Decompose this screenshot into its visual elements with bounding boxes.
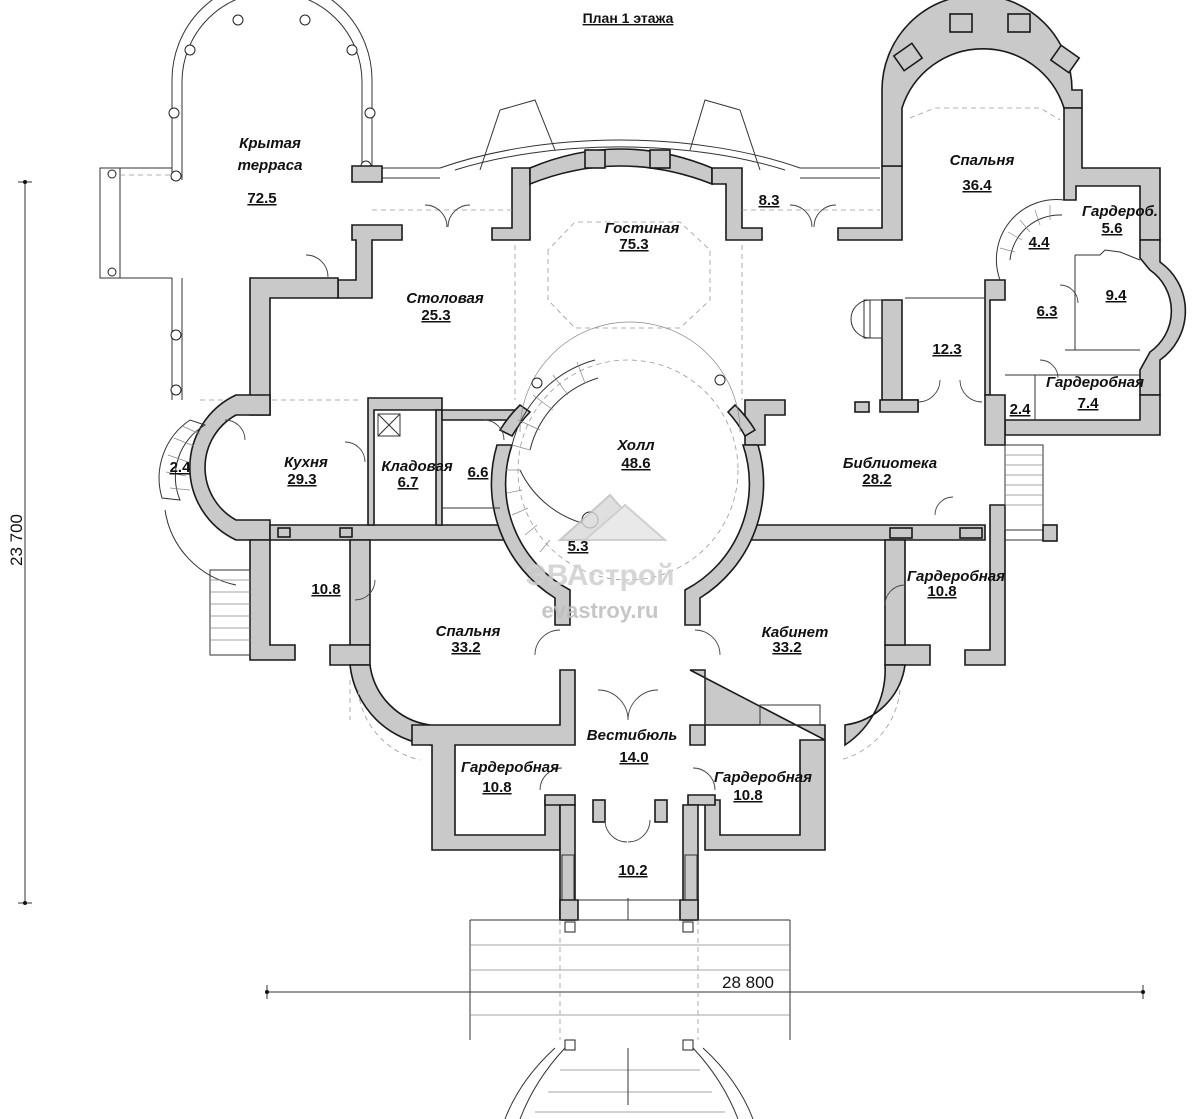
room-area-hall: 48.6 — [621, 455, 650, 472]
room-area-terrace: 72.5 — [247, 190, 276, 207]
room-area-wardrobe-br: 10.8 — [733, 787, 762, 804]
room-name-dining: Столовая — [406, 290, 484, 307]
room-name-library: Библиотека — [843, 455, 937, 472]
dimension-lines — [18, 180, 1145, 999]
entrance-steps — [469, 854, 791, 1119]
area-12-3: 12.3 — [932, 341, 961, 358]
room-name-wardrobe-right: Гардеробная — [1046, 374, 1144, 391]
covered-terrace — [99, 0, 376, 401]
room-area-study: 33.2 — [772, 639, 801, 656]
room-name-wardrobe-bl: Гардеробная — [461, 759, 559, 776]
room-name-vestibule: Вестибюль — [587, 727, 678, 744]
area-5-3: 5.3 — [568, 538, 589, 555]
area-9-4: 9.4 — [1106, 287, 1128, 304]
room-name-pantry: Кладовая — [381, 458, 453, 475]
room-name-terrace-2: терраса — [238, 157, 303, 174]
room-name-bedroom-bottom: Спальня — [436, 623, 501, 640]
watermark-brand: ЭВАстрой — [525, 559, 674, 592]
room-area-wardrobe-bl: 10.8 — [482, 779, 511, 796]
room-name-wardrobe-top: Гардероб. — [1082, 203, 1158, 220]
room-name-living: Гостиная — [605, 220, 680, 237]
area-6-3: 6.3 — [1037, 303, 1058, 320]
plan-title: План 1 этажа — [583, 10, 674, 26]
room-name-kitchen: Кухня — [284, 454, 328, 471]
interior-details — [158, 107, 1141, 843]
dimension-width: 28 800 — [722, 973, 774, 992]
room-area-pantry: 6.7 — [398, 474, 419, 491]
watermark-site: evastroy.ru — [542, 598, 659, 623]
room-area-kitchen: 29.3 — [287, 471, 316, 488]
area-6-6: 6.6 — [468, 464, 489, 481]
room-area-library: 28.2 — [862, 471, 891, 488]
area-2-4-right: 2.4 — [1010, 401, 1032, 418]
exterior-walls — [189, 0, 1187, 921]
room-area-bedroom-top: 36.4 — [962, 177, 992, 194]
plan-labels: План 1 этажа 23 700 28 800 ЭВАстрой evas… — [7, 10, 1158, 992]
room-name-wardrobe-br: Гардеробная — [714, 769, 812, 786]
room-name-terrace: Крытая — [239, 135, 301, 152]
room-area-bedroom-bottom: 33.2 — [451, 639, 480, 656]
room-area-vestibule: 14.0 — [619, 749, 648, 766]
area-10-2: 10.2 — [618, 862, 647, 879]
room-area-wardrobe-east: 10.8 — [927, 583, 956, 600]
area-2-4-left: 2.4 — [170, 459, 192, 476]
room-area-living: 75.3 — [619, 236, 648, 253]
rear-gallery — [360, 99, 880, 179]
room-area-wardrobe-top: 5.6 — [1102, 220, 1123, 237]
room-name-study: Кабинет — [762, 624, 829, 641]
hall-rotunda — [490, 321, 765, 626]
room-name-bedroom-top: Спальня — [950, 152, 1015, 169]
dimension-height: 23 700 — [7, 514, 26, 566]
room-name-wardrobe-east: Гардеробная — [907, 568, 1005, 585]
area-4-4: 4.4 — [1029, 234, 1051, 251]
room-area-wardrobe-right: 7.4 — [1078, 395, 1100, 412]
area-10-8-west: 10.8 — [311, 581, 340, 598]
area-8-3: 8.3 — [759, 192, 780, 209]
room-area-dining: 25.3 — [421, 307, 450, 324]
watermark-logo — [557, 493, 668, 541]
room-name-hall: Холл — [616, 437, 655, 454]
